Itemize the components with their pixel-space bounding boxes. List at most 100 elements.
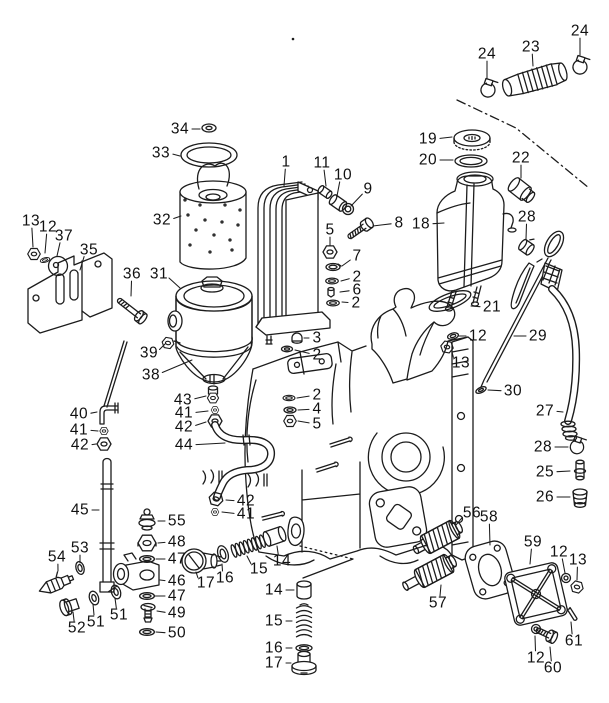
leader-line: [439, 584, 442, 597]
part-number-label: 3: [312, 330, 321, 347]
leader-line: [155, 631, 166, 634]
part-number-label: 12: [527, 650, 545, 667]
oring-30: [475, 386, 487, 394]
part-number-label: 48: [168, 534, 186, 551]
leader-line: [340, 278, 350, 282]
part-number-label: 30: [504, 383, 522, 400]
bolt-60: [535, 627, 559, 644]
part-number-label: 1: [281, 154, 290, 171]
leader-line: [92, 603, 95, 616]
leader-line: [339, 290, 350, 293]
clip-28-upper: [518, 238, 535, 256]
leader-line: [79, 256, 85, 271]
filler-cap-drawing: [453, 129, 491, 151]
leader-line: [276, 545, 279, 555]
leader-line: [336, 181, 341, 197]
part-number-label: 33: [152, 145, 170, 162]
part-number-label: 32: [153, 212, 171, 229]
leader-line: [56, 242, 61, 257]
part-number-label: 18: [412, 216, 430, 233]
relief-valve-upper: [181, 525, 287, 574]
screw-8: [347, 217, 375, 240]
leader-line: [195, 442, 226, 446]
leader-line: [451, 351, 454, 358]
part-number-label: 11: [313, 155, 330, 172]
temp-sender-54: [38, 571, 75, 594]
leader-line: [531, 53, 534, 67]
part-number-label: 2: [351, 295, 360, 312]
part-number-label: 42: [237, 493, 255, 510]
leader-line: [455, 516, 463, 526]
leader-line: [90, 429, 99, 432]
part-number-label: 41: [175, 405, 193, 422]
oil-cooler-drawing: [255, 181, 331, 345]
part-number-label: 46: [168, 573, 186, 590]
part-number-label: 12: [469, 328, 487, 345]
thermostat-housing-46: [112, 552, 160, 591]
leader-line: [294, 349, 310, 354]
part-number-label: 5: [325, 222, 334, 239]
part-number-label: 42: [71, 437, 89, 454]
hose-clamp-24-right: [572, 54, 591, 75]
relief-valve-lower: [291, 580, 317, 676]
leader-line: [72, 611, 75, 622]
leader-line: [372, 223, 392, 227]
oil-filter-element-drawing: [179, 123, 247, 270]
leader-line: [488, 523, 491, 546]
leader-line: [556, 410, 564, 413]
leader-line: [91, 443, 97, 446]
leader-line: [246, 555, 252, 565]
part-number-label: 31: [150, 266, 168, 283]
part-number-label: 59: [524, 534, 542, 551]
engine-mount-arm: [370, 287, 456, 384]
cooler-mount-hardware: [280, 185, 375, 428]
part-number-label: 13: [452, 355, 470, 372]
part-number-label: 38: [142, 367, 160, 384]
part-number-label: 47: [168, 588, 186, 605]
part-number-label: 27: [536, 403, 554, 420]
leader-line: [44, 233, 48, 254]
part-number-label: 24: [571, 23, 589, 40]
part-number-label: 40: [70, 406, 88, 423]
leader-line: [341, 301, 349, 304]
nut-13-pump: [568, 579, 586, 595]
leader-line: [195, 571, 199, 579]
leader-line: [549, 646, 552, 662]
leader-line: [296, 395, 310, 399]
reference-dot: [291, 37, 295, 41]
part-number-label: 8: [394, 215, 403, 232]
part-number-label: 2: [352, 269, 361, 286]
part-number-label: 5: [312, 416, 321, 433]
leader-line: [194, 395, 207, 400]
part-number-label: 16: [265, 640, 283, 657]
leader-line: [158, 343, 166, 351]
pump-cover-59: [504, 562, 568, 626]
part-number-label: 14: [265, 582, 283, 599]
leader-line: [432, 222, 445, 225]
leader-line: [221, 563, 224, 572]
leader-line: [341, 259, 351, 267]
part-number-label: 15: [250, 561, 268, 578]
part-number-label: 7: [352, 248, 361, 265]
seal-ring-12-right: [446, 332, 460, 340]
part-number-label: 41: [70, 422, 88, 439]
part-number-label: 17: [197, 575, 215, 592]
part-number-label: 53: [71, 540, 89, 557]
leader-line: [439, 136, 453, 139]
leader-line: [525, 223, 528, 240]
part-number-label: 49: [168, 605, 186, 622]
part-number-label: 12: [39, 219, 57, 236]
hose-clamp-28-lower: [569, 435, 587, 455]
leader-line: [172, 153, 181, 157]
leader-line: [297, 408, 310, 411]
part-number-label: 51: [110, 607, 128, 624]
part-number-label: 41: [237, 506, 255, 523]
leader-line: [195, 421, 207, 426]
part-number-label: 20: [419, 152, 437, 169]
engine-crankcase-drawing: [202, 287, 474, 579]
part-number-label: 2: [312, 347, 321, 364]
pump-gasket-58: [464, 540, 516, 600]
valve-55: [138, 508, 156, 531]
